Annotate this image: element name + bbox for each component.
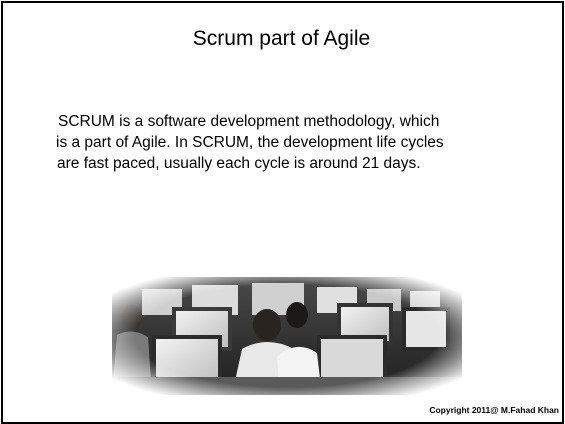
body-line-2: is a part of Agile. In SCRUM, the develo… bbox=[56, 134, 444, 151]
body-line-1: SCRUM is a software development methodol… bbox=[58, 113, 440, 130]
office-workers-photo bbox=[112, 277, 462, 395]
slide-body-text: SCRUM is a software development methodol… bbox=[56, 111, 538, 174]
copyright-footer: Copyright 2011@ M.Fahad Khan bbox=[429, 405, 559, 415]
slide-title: Scrum part of Agile bbox=[192, 27, 371, 50]
body-line-3: are fast paced, usually each cycle is ar… bbox=[57, 155, 421, 172]
